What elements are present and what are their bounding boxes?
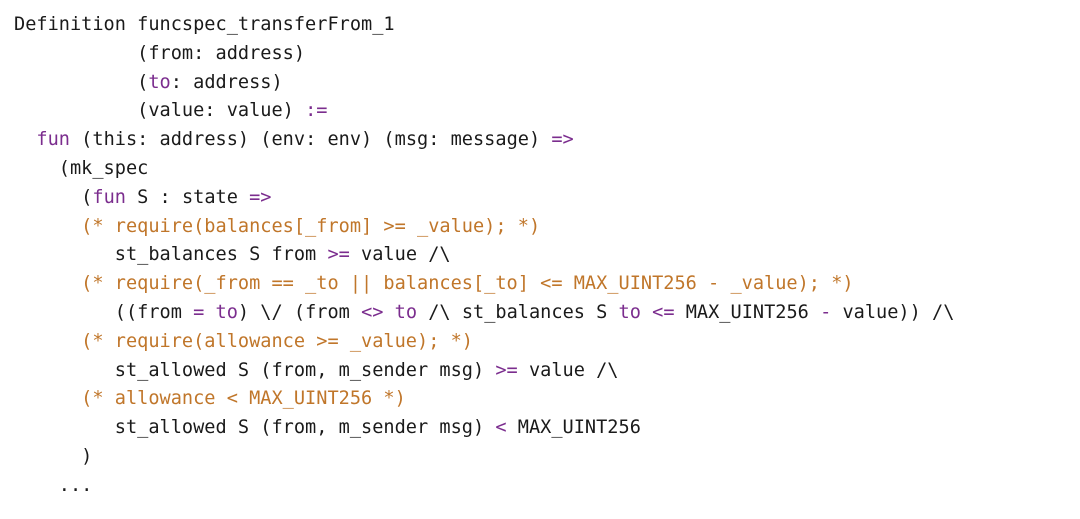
code-token-plain: (this: address) (env: env) (msg: message… bbox=[69, 129, 552, 151]
code-line: Definition funcspec_transferFrom_1 bbox=[14, 11, 954, 40]
code-token-plain: value /\ bbox=[517, 359, 619, 381]
code-token-comment: (* require(balances[_from] >= _value); *… bbox=[81, 215, 541, 237]
code-token-keyword: := bbox=[305, 100, 328, 122]
code-indent bbox=[14, 446, 81, 467]
code-token-keyword: >= bbox=[495, 359, 518, 381]
code-indent bbox=[14, 273, 81, 294]
code-line: st_allowed S (from, m_sender msg) >= val… bbox=[14, 357, 954, 386]
code-token-plain: value /\ bbox=[349, 244, 451, 266]
code-token-plain: (value: value) bbox=[137, 100, 306, 122]
code-token-keyword: = bbox=[193, 301, 205, 323]
code-indent bbox=[14, 475, 59, 496]
code-token-keyword: fun bbox=[92, 186, 126, 208]
code-token-plain: : address) bbox=[170, 71, 283, 93]
code-line: st_allowed S (from, m_sender msg) < MAX_… bbox=[14, 414, 954, 443]
code-line: st_balances S from >= value /\ bbox=[14, 241, 954, 270]
code-token-plain: Definition funcspec_transferFrom_1 bbox=[14, 14, 395, 35]
code-line: (* allowance < MAX_UINT256 *) bbox=[14, 385, 954, 414]
code-token-comment: (* allowance < MAX_UINT256 *) bbox=[81, 388, 406, 410]
code-line: (mk_spec bbox=[14, 155, 954, 184]
code-indent bbox=[14, 158, 59, 179]
code-token-plain: ((from bbox=[114, 301, 194, 323]
code-token-plain: (from: address) bbox=[137, 42, 306, 64]
code-token-comment: (* require(_from == _to || balances[_to]… bbox=[81, 273, 854, 295]
code-token-plain bbox=[383, 302, 394, 323]
code-token-plain: ( bbox=[81, 186, 93, 208]
code-indent bbox=[14, 331, 81, 352]
code-token-keyword: <= bbox=[652, 301, 675, 323]
code-token-keyword: to bbox=[618, 301, 641, 323]
code-token-plain: ) \/ (from bbox=[237, 301, 362, 323]
code-line: (from: address) bbox=[14, 40, 954, 69]
code-listing: Definition funcspec_transferFrom_1 (from… bbox=[14, 11, 954, 501]
code-line: (value: value) := bbox=[14, 97, 954, 126]
code-token-keyword: >= bbox=[327, 244, 350, 266]
code-token-keyword: => bbox=[551, 129, 574, 151]
code-indent bbox=[14, 302, 115, 323]
code-token-keyword: to bbox=[215, 301, 238, 323]
code-token-keyword: - bbox=[820, 301, 832, 323]
code-token-comment: (* require(allowance >= _value); *) bbox=[81, 330, 473, 352]
code-token-plain: S : state bbox=[125, 186, 250, 208]
code-indent bbox=[14, 72, 137, 93]
code-line: (* require(balances[_from] >= _value); *… bbox=[14, 213, 954, 242]
code-token-plain bbox=[204, 302, 215, 323]
code-token-plain: ( bbox=[137, 71, 149, 93]
code-indent bbox=[14, 100, 137, 121]
code-indent bbox=[14, 43, 137, 64]
code-token-keyword: to bbox=[148, 71, 171, 93]
code-indent bbox=[14, 129, 36, 150]
code-token-plain: st_balances S from bbox=[114, 244, 328, 266]
code-token-keyword: to bbox=[394, 301, 418, 323]
code-token-plain: value)) /\ bbox=[831, 301, 955, 323]
code-token-plain bbox=[641, 302, 652, 323]
code-line: fun (this: address) (env: env) (msg: mes… bbox=[14, 126, 954, 155]
code-line: ) bbox=[14, 443, 954, 472]
code-line: (to: address) bbox=[14, 69, 954, 98]
code-indent bbox=[14, 244, 115, 265]
code-token-plain: MAX_UINT256 bbox=[506, 417, 641, 439]
code-indent bbox=[14, 187, 81, 208]
code-indent bbox=[14, 388, 81, 409]
code-token-plain: ) bbox=[81, 445, 93, 467]
code-token-keyword: <> bbox=[361, 301, 384, 323]
code-token-plain: MAX_UINT256 bbox=[674, 301, 821, 323]
code-token-plain: (mk_spec bbox=[58, 157, 149, 179]
code-token-keyword: fun bbox=[36, 129, 70, 151]
code-token-plain: /\ st_balances S bbox=[417, 301, 619, 323]
code-indent bbox=[14, 216, 81, 237]
code-indent bbox=[14, 360, 115, 381]
code-token-plain: st_allowed S (from, m_sender msg) bbox=[114, 417, 496, 439]
code-token-plain: st_allowed S (from, m_sender msg) bbox=[114, 359, 496, 381]
code-token-plain: ... bbox=[58, 474, 93, 496]
code-token-keyword: => bbox=[249, 186, 272, 208]
code-line: ... bbox=[14, 472, 954, 501]
code-line: (fun S : state => bbox=[14, 184, 954, 213]
code-line: (* require(_from == _to || balances[_to]… bbox=[14, 270, 954, 299]
code-token-keyword: < bbox=[495, 417, 507, 439]
code-line: ((from = to) \/ (from <> to /\ st_balanc… bbox=[14, 299, 955, 328]
code-line: (* require(allowance >= _value); *) bbox=[14, 328, 954, 357]
code-indent bbox=[14, 417, 115, 438]
